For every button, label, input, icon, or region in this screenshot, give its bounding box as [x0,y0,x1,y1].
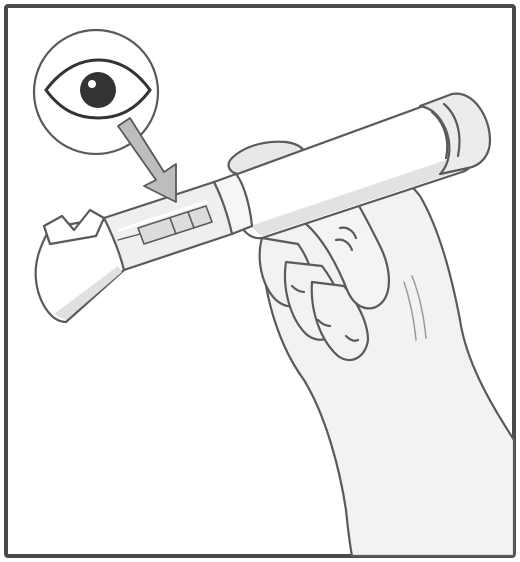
eye-pupil [80,72,116,108]
eye-highlight [88,80,96,88]
